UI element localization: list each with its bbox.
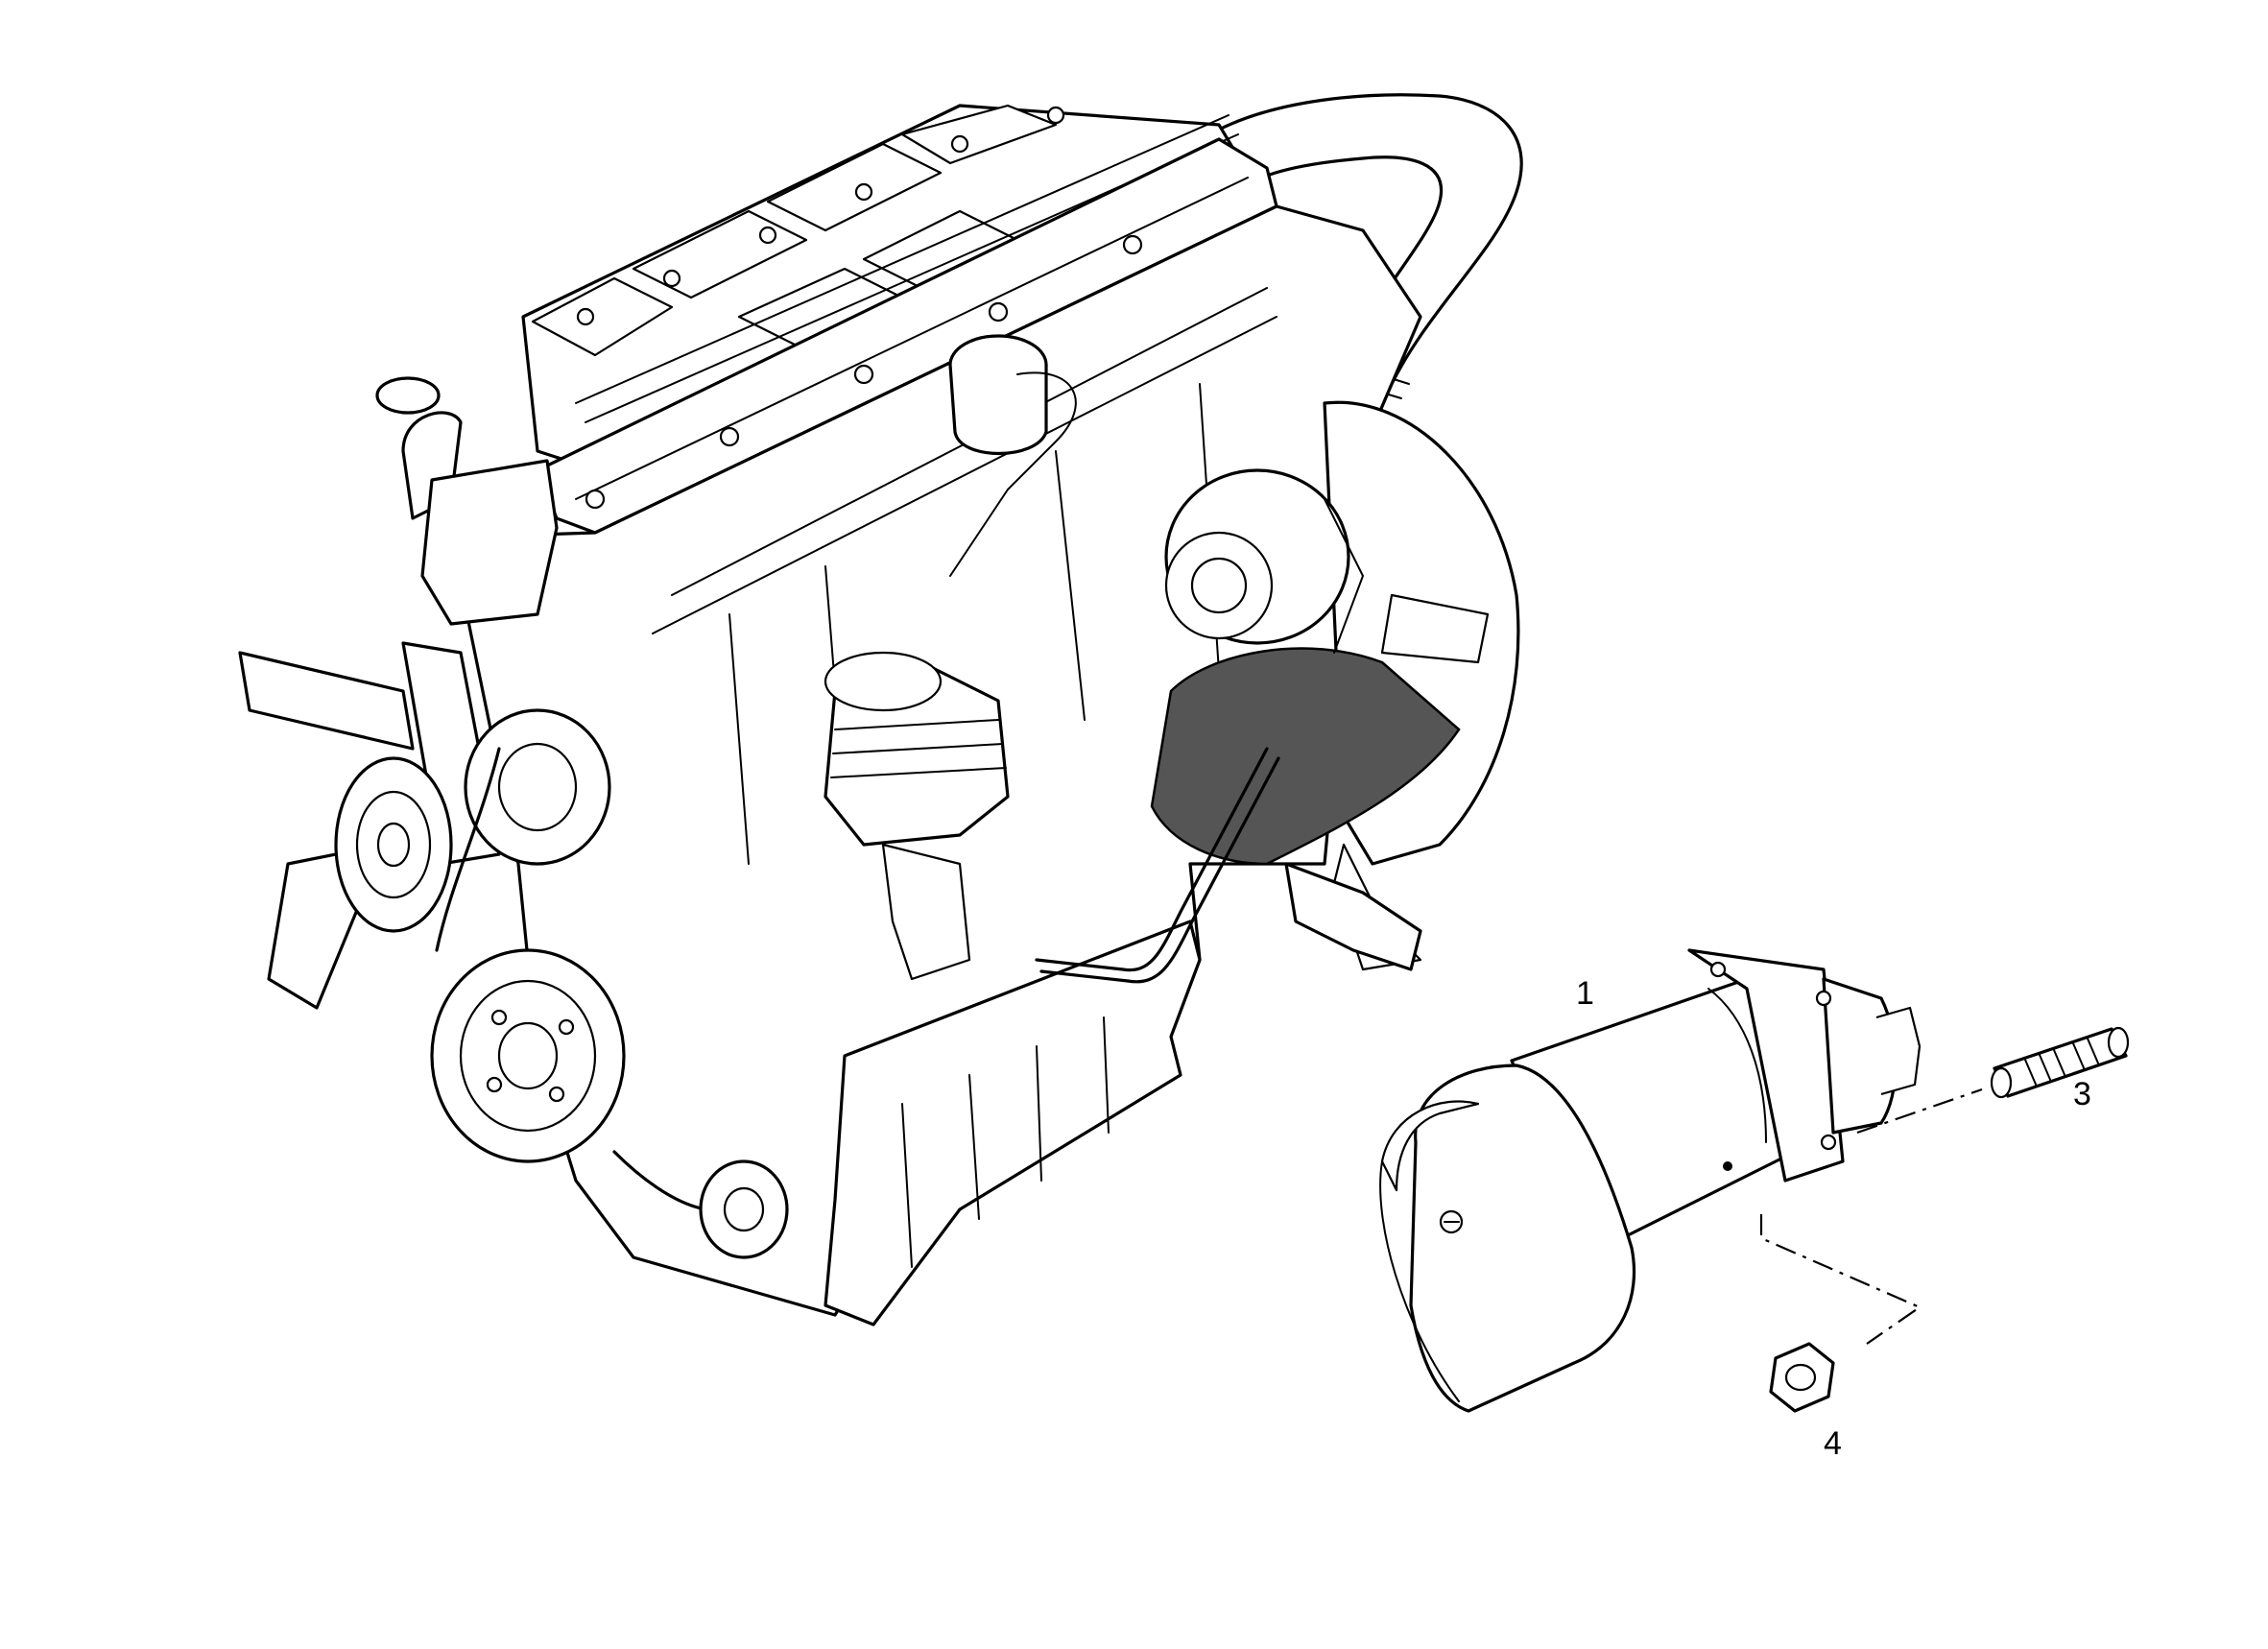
- stud-leader-line: [1856, 1087, 1983, 1135]
- oil-pan: [824, 920, 1202, 1326]
- callout-starter: 1: [1576, 975, 1594, 1012]
- compressor-pulley-right: [1164, 468, 1364, 654]
- stud-bolt: [1990, 1026, 2130, 1099]
- cooling-fan: [238, 641, 501, 1010]
- nut-leader-line: [1759, 1214, 1922, 1345]
- engine-mount: [1284, 862, 1422, 971]
- water-pump: [464, 708, 611, 866]
- idler-pulley: [699, 1159, 789, 1259]
- crankshaft-pulley: [430, 948, 626, 1163]
- callout-stud: 3: [2073, 1076, 2091, 1112]
- drive-belt: [435, 747, 501, 952]
- air-compressor: [824, 651, 1010, 981]
- breather-canister: [948, 334, 1077, 577]
- oil-line: [1035, 747, 1269, 972]
- thermostat-housing: [375, 376, 559, 626]
- hex-nut: [1769, 1342, 1835, 1413]
- callout-nut: 4: [1824, 1425, 1842, 1462]
- engine-assembly: [238, 93, 1523, 1326]
- starter-motor: [1379, 948, 1922, 1413]
